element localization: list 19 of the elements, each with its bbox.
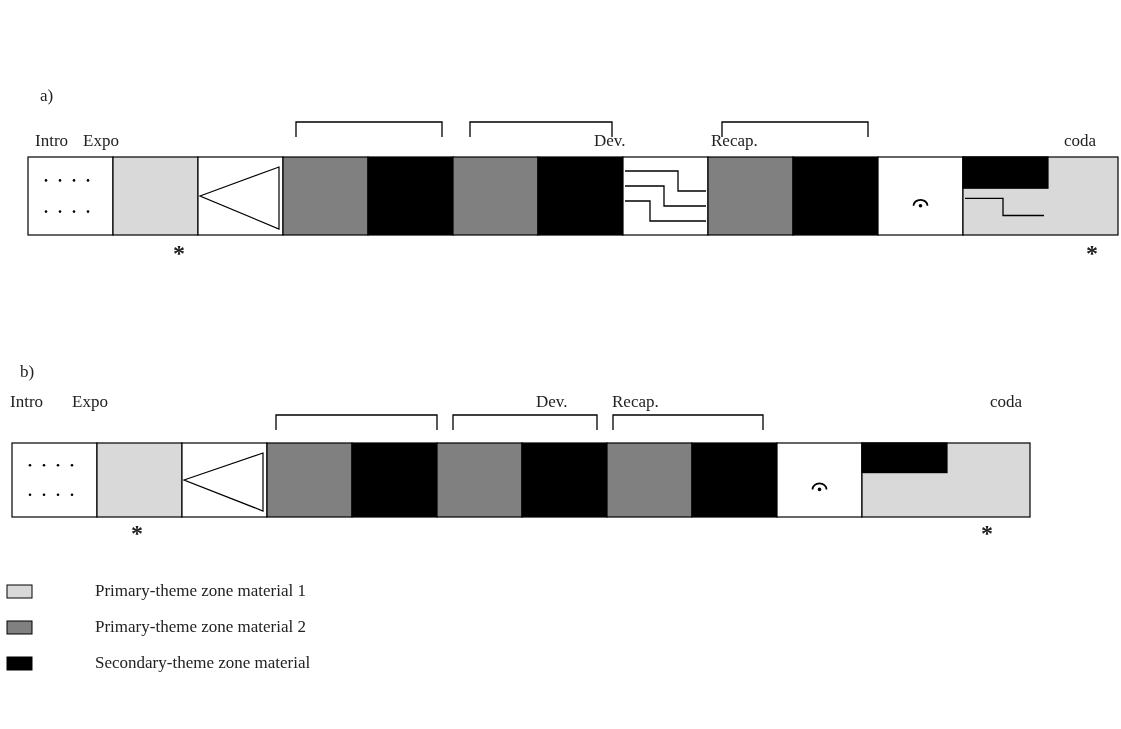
- section-label: Expo: [83, 131, 119, 151]
- panel-label: a): [40, 86, 54, 106]
- asterisk-mark: *: [981, 523, 993, 543]
- panel-label: b): [20, 362, 35, 382]
- section-label: coda: [1064, 131, 1097, 151]
- section-label: Intro: [35, 131, 69, 151]
- section-label: Expo: [72, 392, 108, 412]
- asterisk-mark: *: [1086, 243, 1098, 263]
- legend-label: Primary-theme zone material 1: [95, 581, 306, 601]
- section-label: Recap.: [711, 131, 758, 151]
- asterisk-mark: *: [131, 523, 143, 543]
- section-label: Intro: [10, 392, 44, 412]
- section-label: Recap.: [612, 392, 659, 412]
- section-label: coda: [990, 392, 1023, 412]
- legend-label: Secondary-theme zone material: [95, 653, 311, 673]
- section-label: Dev.: [594, 131, 626, 151]
- section-label: Dev.: [536, 392, 568, 412]
- legend-label: Primary-theme zone material 2: [95, 617, 306, 637]
- asterisk-mark: *: [173, 243, 185, 263]
